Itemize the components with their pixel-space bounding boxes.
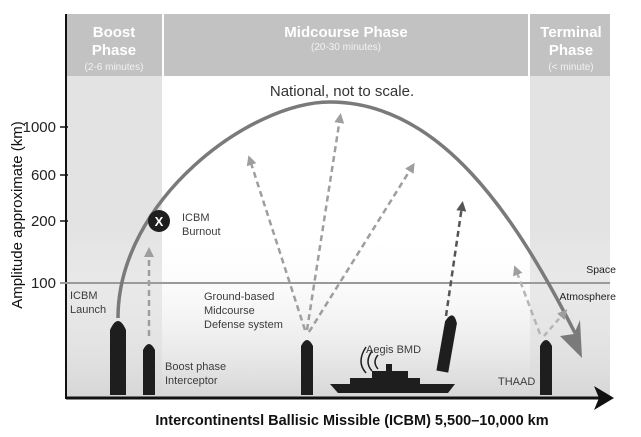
gmd-missile-icon [301,340,313,395]
gmd-arrow-right [307,162,415,333]
y-axis-title: Amplitude approximate (km) [9,121,26,309]
gmd-label-line2: Midcourse [204,305,255,317]
x-axis-arrowhead [594,386,614,410]
tick-label-1000: 1000 [23,119,56,136]
aegis-label: Aegis BMD [366,344,421,356]
burnout-label-line2: Burnout [182,226,221,238]
burnout-marker-icon [148,210,170,232]
gmd-label-line1: Ground-based [204,291,274,303]
terminal-phase-duration: (< minute) [548,62,593,73]
midcourse-phase-duration: (20-30 minutes) [311,42,381,53]
x-axis-title: Intercontinentsl Ballisic Missible (ICBM… [155,413,548,429]
boost-interceptor-label-line2: Interceptor [165,375,218,387]
boost-interceptor-missile-icon [143,344,155,395]
boost-phase-duration: (2-6 minutes) [85,62,144,73]
gmd-label-line3: Defense system [204,319,283,331]
tick-label-200: 200 [31,213,56,230]
aegis-arrow [444,201,467,317]
aegis-missile-icon [436,315,457,373]
not-to-scale-note: National, not to scale. [270,83,414,100]
boost-interceptor-label-line1: Boost phase [165,361,226,373]
boost-phase-title-line1: Boost [93,24,136,41]
atmosphere-shading [66,230,610,398]
midcourse-phase-title: Midcourse Phase [284,24,407,41]
space-label: Space [586,264,616,276]
trajectory-arrowhead [560,320,582,358]
tick-label-600: 600 [31,167,56,184]
launch-label-line1: ICBM [70,290,98,302]
burnout-label-line1: ICBM [182,212,210,224]
thaad-label: THAAD [498,376,535,388]
boost-phase-header [66,14,162,76]
burnout-marker-glyph: X [155,214,164,229]
terminal-phase-title-line2: Phase [549,42,593,59]
terminal-phase-header [530,14,610,76]
gmd-arrow-center [305,113,345,331]
atmosphere-label: Atmosphere [559,291,616,303]
boost-phase-title-line2: Phase [92,42,136,59]
aegis-ship-icon [330,346,455,393]
tick-label-100: 100 [31,275,56,292]
thaad-missile-icon [540,340,552,395]
terminal-phase-title-line1: Terminal [540,24,601,41]
launch-label-line2: Launch [70,304,106,316]
midcourse-phase-header [164,14,528,76]
icbm-launch-missile-icon [110,321,126,395]
thaad-arrow-up [513,265,542,335]
